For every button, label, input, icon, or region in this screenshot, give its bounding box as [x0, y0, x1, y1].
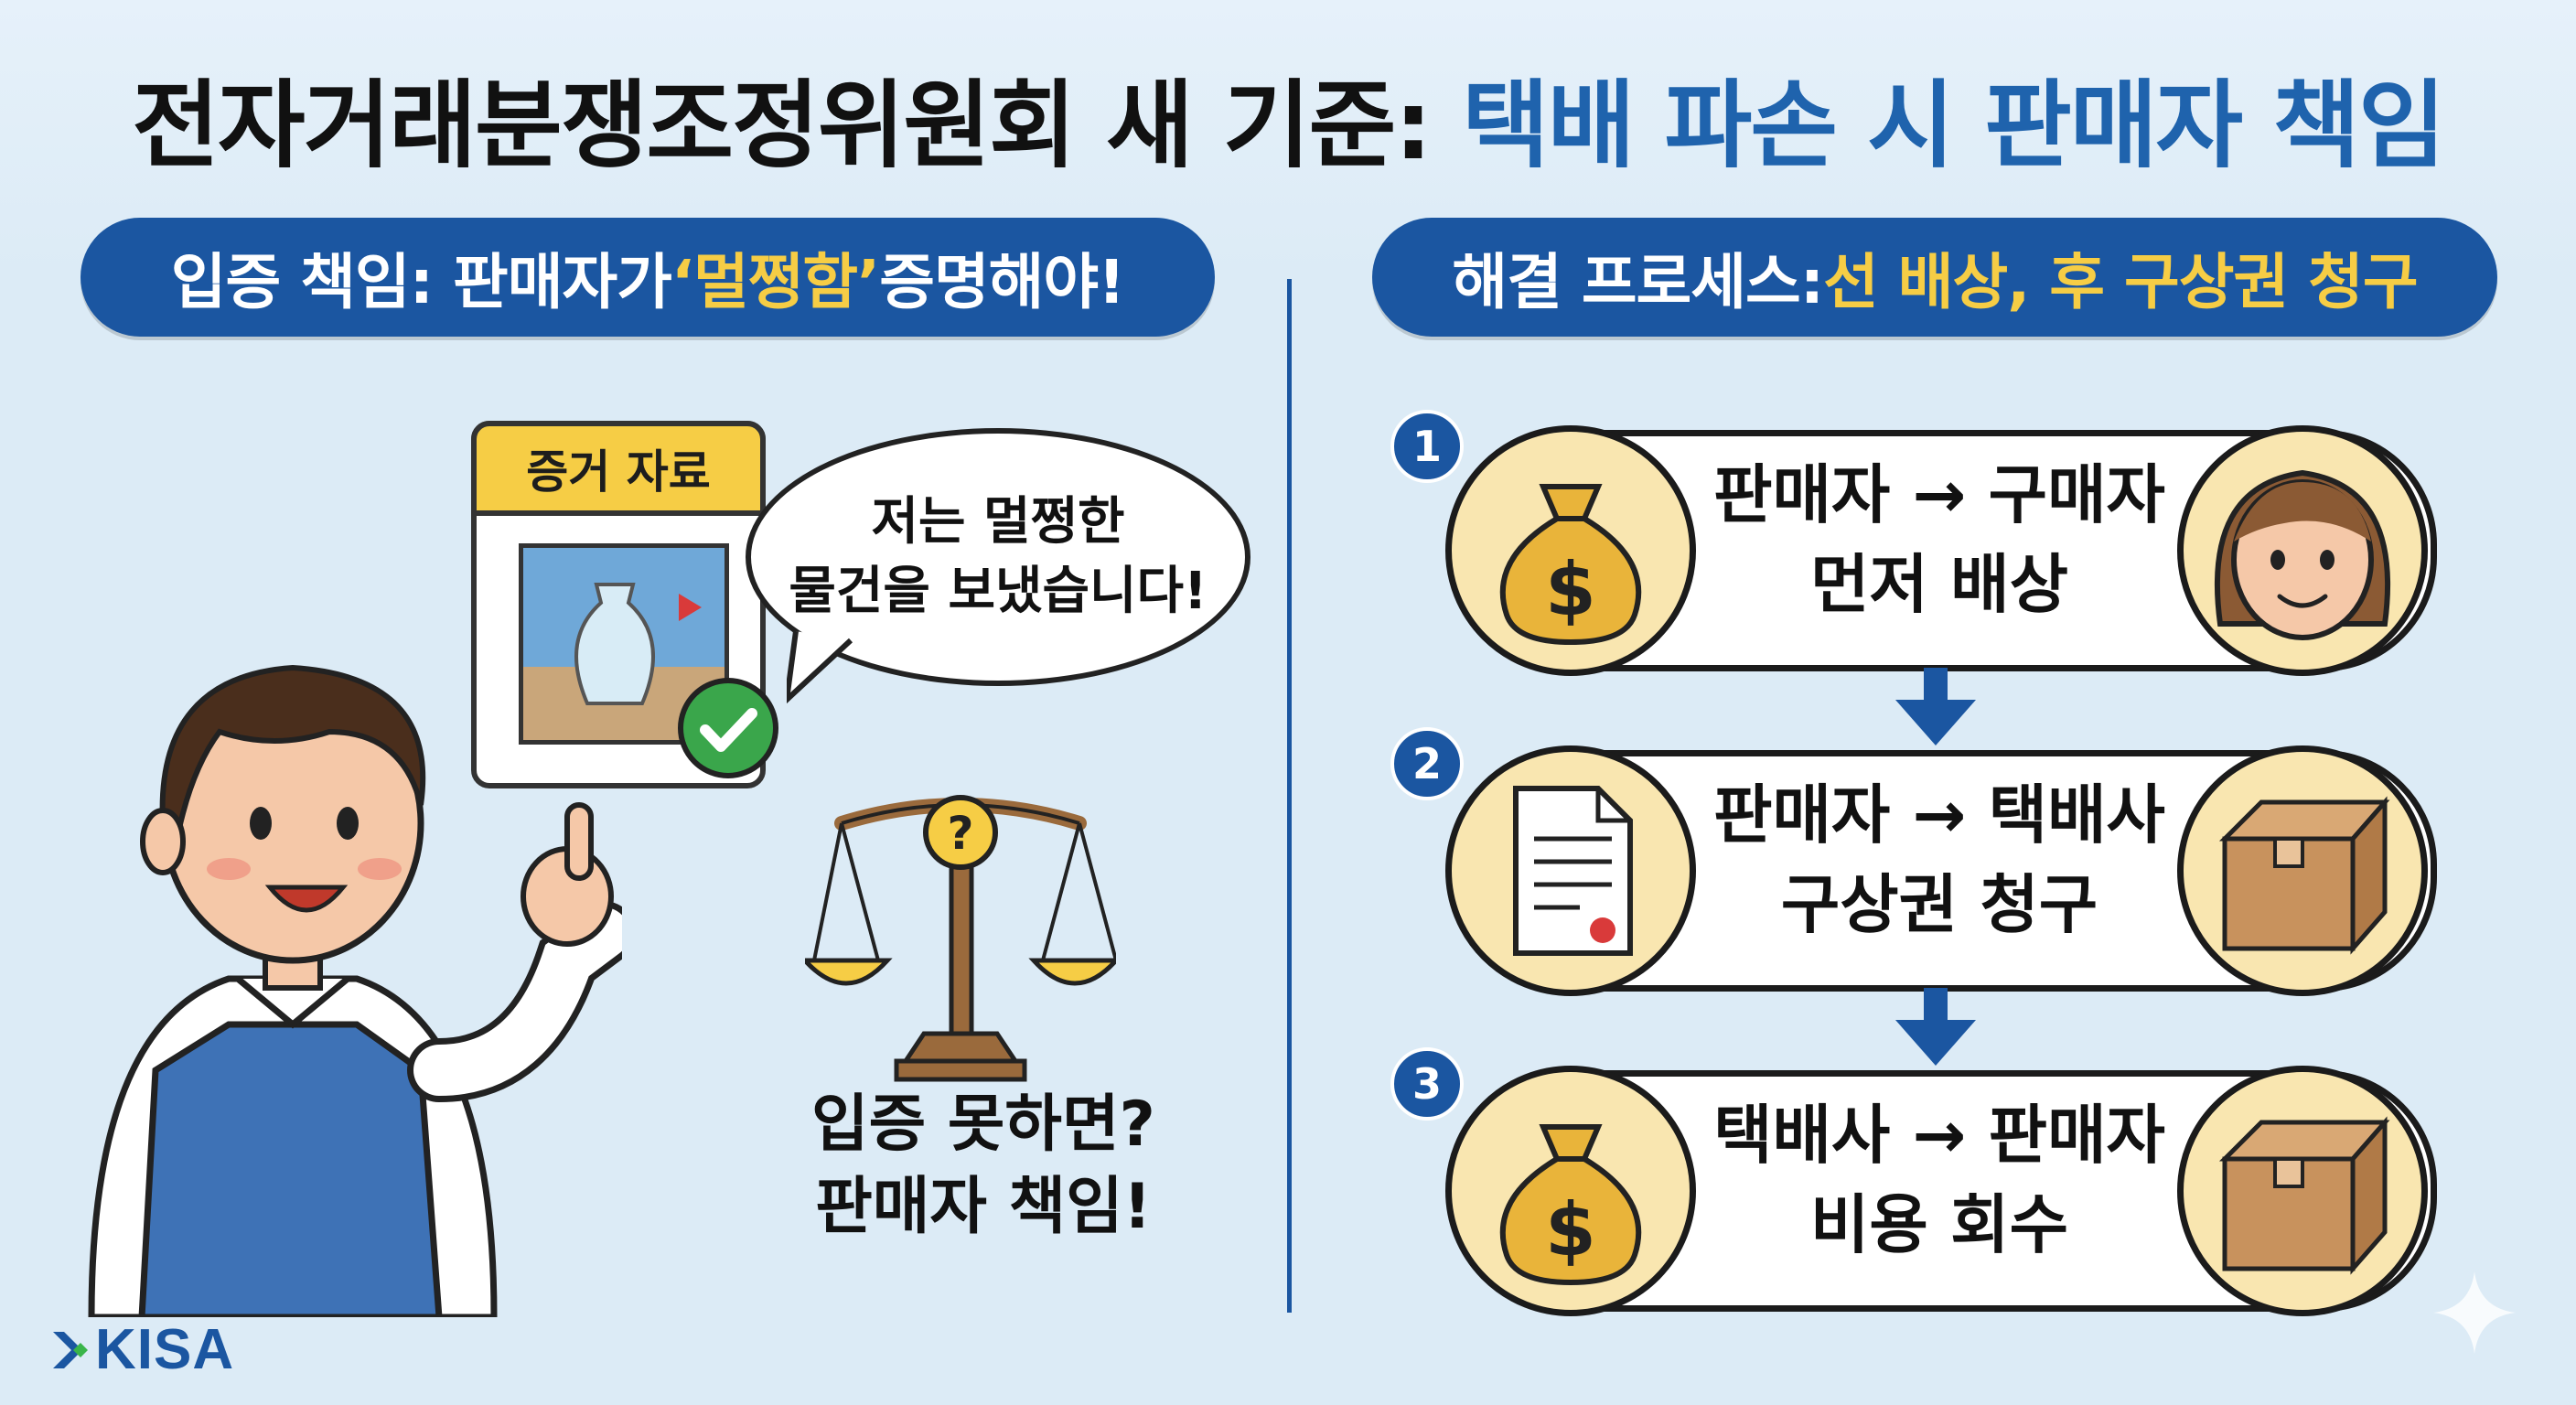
kisa-logo: KISA — [51, 1317, 234, 1382]
bubble-line-2: 물건을 보냈습니다! — [789, 562, 1208, 621]
page-title: 전자거래분쟁조정위원회 새 기준: 택배 파손 시 판매자 책임 — [0, 48, 2576, 186]
step-1-text: 판매자 → 구매자 먼저 배상 — [1701, 450, 2177, 629]
box-icon — [2218, 796, 2390, 955]
title-highlight: 택배 파손 시 판매자 책임 — [1462, 70, 2446, 181]
seller-character-icon — [88, 664, 622, 1317]
step-2-number: 2 — [1390, 727, 1464, 800]
document-icon — [1513, 786, 1633, 956]
arrow-2-icon — [1895, 1020, 1976, 1066]
arrow-2-stem — [1924, 988, 1948, 1024]
step-3-left-circle: $ — [1445, 1066, 1696, 1316]
step-3-line-2: 비용 회수 — [1810, 1187, 2068, 1262]
step-2-line-1: 판매자 → 택배사 — [1713, 778, 2165, 853]
step-2-right-circle — [2177, 745, 2428, 996]
evidence-label: 증거 자료 — [471, 421, 766, 516]
step-3-right-circle — [2177, 1066, 2428, 1316]
bubble-tail — [787, 631, 853, 704]
step-1-line-2: 먼저 배상 — [1810, 547, 2068, 622]
step-3-dollar: $ — [1545, 1187, 1596, 1272]
right-pill-prefix: 해결 프로세스: — [1452, 247, 1824, 317]
check-badge-icon — [678, 678, 778, 778]
left-note-line-1: 입증 못하면? — [811, 1089, 1155, 1161]
bubble-line-1: 저는 멀쩡한 — [871, 492, 1125, 552]
box-icon — [2218, 1116, 2390, 1275]
step-1-number: 1 — [1390, 410, 1464, 483]
step-3-line-1: 택배사 → 판매자 — [1713, 1098, 2165, 1173]
right-pill-highlight: 선 배상, 후 구상권 청구 — [1823, 247, 2418, 317]
step-2-text: 판매자 → 택배사 구상권 청구 — [1701, 770, 2177, 949]
step-1-right-circle — [2177, 425, 2428, 676]
evidence-card: 증거 자료 — [471, 421, 778, 788]
money-bag-icon: $ — [1499, 484, 1642, 646]
step-1-left-circle: $ — [1445, 425, 1696, 676]
left-pill-prefix: 입증 책임: 판매자가 — [170, 247, 672, 317]
step-1-line-1: 판매자 → 구매자 — [1713, 457, 2165, 532]
kisa-mark-icon — [53, 1331, 88, 1368]
money-bag-icon: $ — [1499, 1124, 1642, 1286]
left-conclusion: 입증 못하면? 판매자 책임! — [791, 1084, 1175, 1249]
left-note-line-2: 판매자 책임! — [815, 1171, 1152, 1243]
step-2-left-circle — [1445, 745, 1696, 996]
process-heading: 해결 프로세스: 선 배상, 후 구상권 청구 — [1372, 218, 2497, 337]
burden-of-proof-heading: 입증 책임: 판매자가 ‘멀쩡함’ 증명해야! — [80, 218, 1215, 337]
arrow-1-stem — [1924, 668, 1948, 704]
kisa-text: KISA — [95, 1318, 235, 1381]
center-divider — [1287, 279, 1292, 1313]
left-pill-suffix: 증명해야! — [879, 247, 1125, 317]
step-3-text: 택배사 → 판매자 비용 회수 — [1701, 1090, 2177, 1270]
step-2-line-2: 구상권 청구 — [1780, 867, 2098, 942]
step-3-number: 3 — [1390, 1047, 1464, 1121]
left-pill-highlight: ‘멀쩡함’ — [671, 247, 880, 317]
scale-icon: ? — [805, 795, 1116, 1082]
title-prefix: 전자거래분쟁조정위원회 새 기준: — [132, 70, 1463, 181]
arrow-1-icon — [1895, 700, 1976, 745]
sparkle-icon — [2433, 1271, 2516, 1354]
scale-question: ? — [947, 807, 973, 860]
step-1-dollar: $ — [1545, 547, 1596, 632]
buyer-face-icon — [2215, 469, 2390, 640]
